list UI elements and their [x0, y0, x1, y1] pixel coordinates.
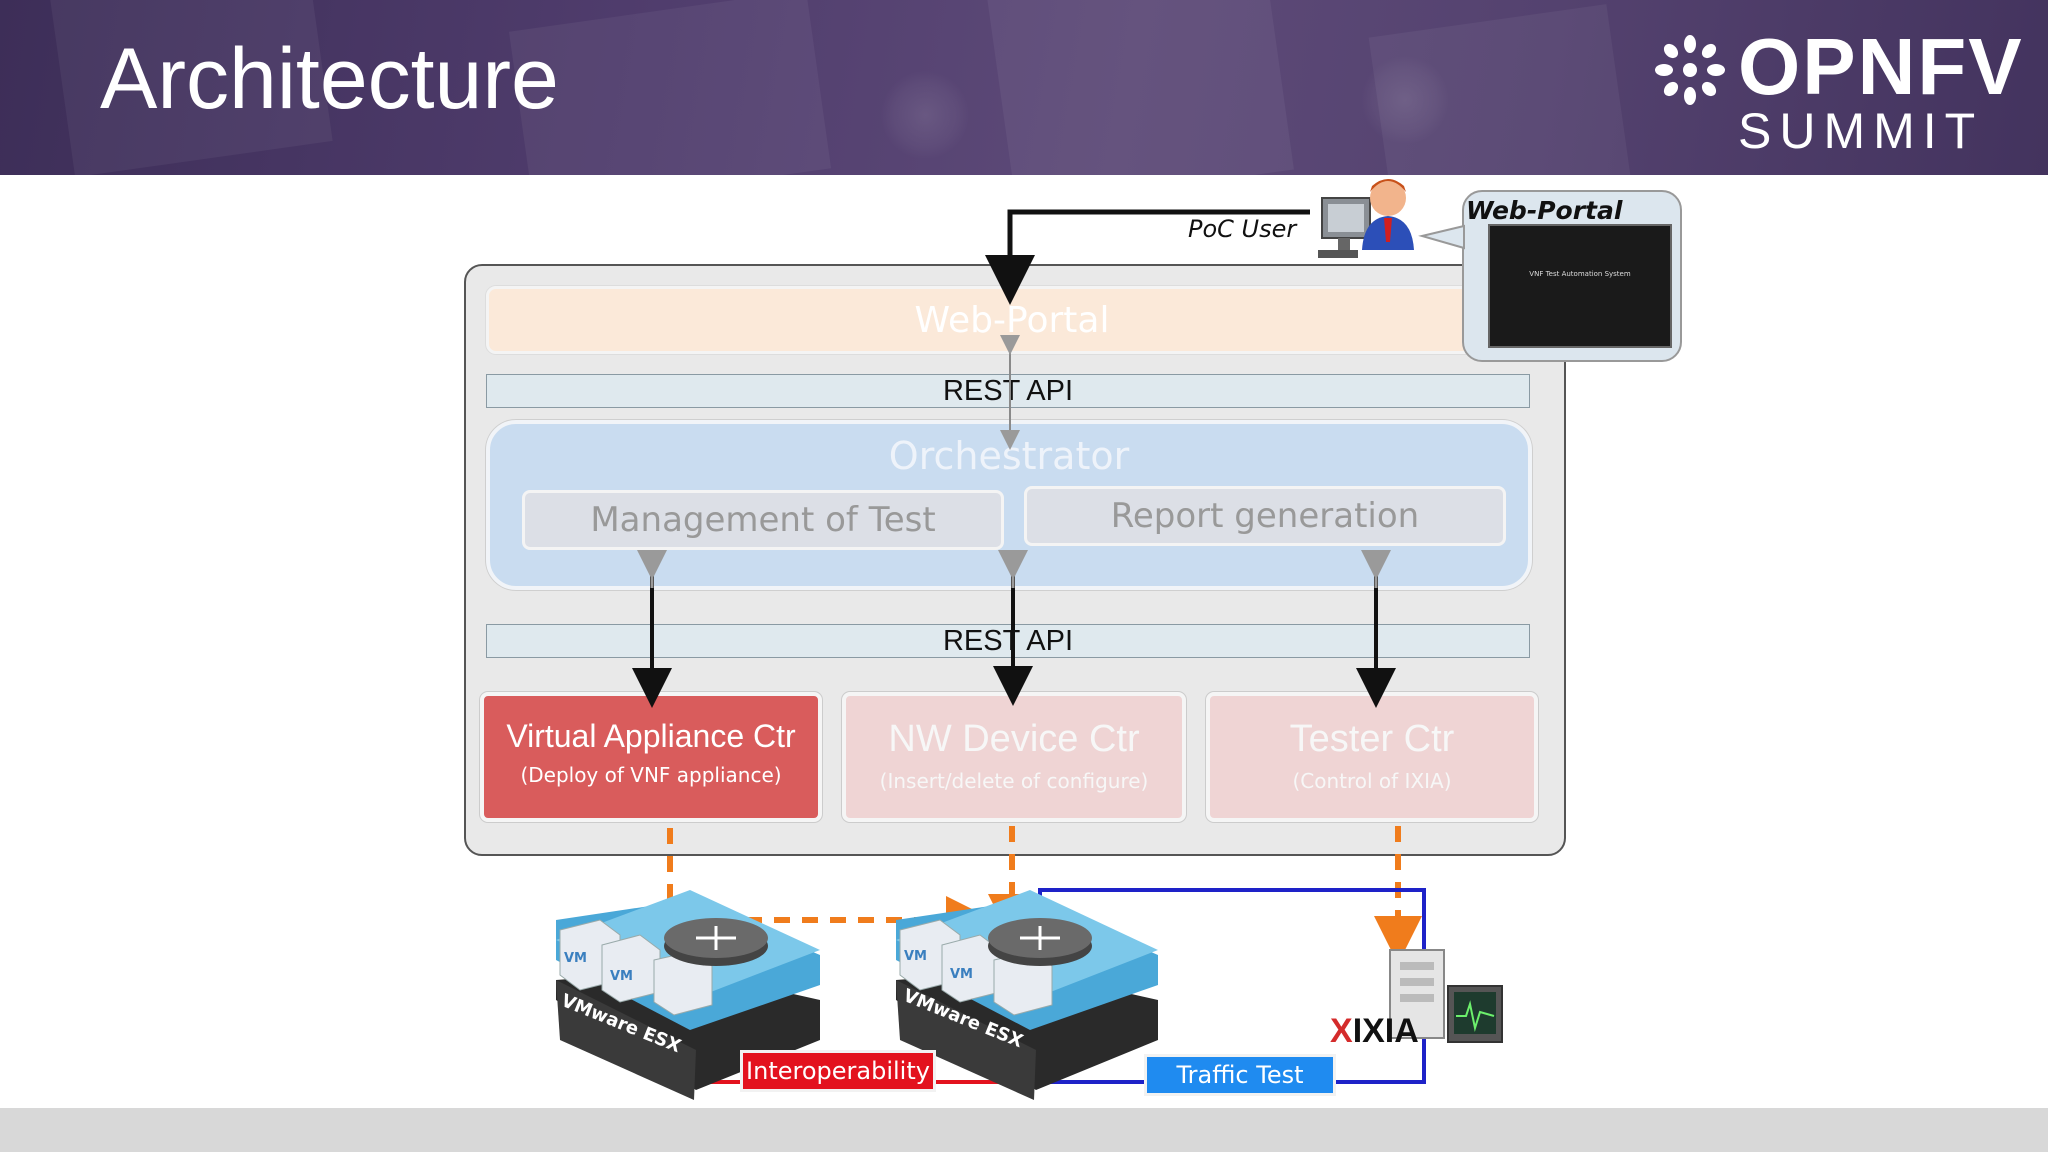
poc-user-icon [1318, 179, 1414, 258]
virtual-appliance-controller: Virtual Appliance Ctr (Deploy of VNF app… [480, 692, 822, 822]
traffic-test-tag: Traffic Test [1144, 1054, 1336, 1096]
ixia-logo: XIXIA [1330, 1012, 1419, 1051]
vm-label: VM [610, 969, 633, 984]
web-portal-screenshot-title: VNF Test Automation System [1529, 270, 1631, 278]
vm-label: VM [564, 951, 587, 966]
vmware-esx-server-right: VMware ESX VM VM [896, 890, 1158, 1100]
logo-text: OPNFV [1738, 22, 2024, 111]
controller-title: Virtual Appliance Ctr [506, 718, 796, 754]
controller-title: NW Device Ctr [888, 718, 1140, 760]
tester-controller: Tester Ctr (Control of IXIA) [1206, 692, 1538, 822]
flower-pattern-icon [1360, 55, 1450, 145]
flower-pattern-icon [880, 70, 970, 160]
opnfv-flower-icon [1655, 35, 1725, 105]
vm-label: VM [904, 949, 927, 964]
controller-subtitle: (Insert/delete of configure) [879, 769, 1149, 793]
poc-user-label: PoC User [1188, 215, 1297, 243]
header-banner: Architecture OPNFV SUMMIT [0, 0, 2048, 175]
slide-title: Architecture [100, 31, 559, 127]
ixia-x-mark: X [1330, 1012, 1353, 1050]
web-portal-callout-label: Web-Portal [1466, 196, 1623, 225]
controller-subtitle: (Control of IXIA) [1292, 769, 1452, 793]
vm-label: VM [950, 967, 973, 982]
report-generation-module: Report generation [1024, 486, 1506, 546]
controller-title: Tester Ctr [1289, 718, 1455, 760]
web-portal-screenshot [1488, 224, 1672, 348]
user-to-portal-arrow [985, 209, 1310, 305]
interoperability-tag: Interoperability [740, 1050, 936, 1092]
vmware-esx-server-left: VMware ESX VM VM [556, 890, 820, 1100]
management-of-test-module: Management of Test [522, 490, 1004, 550]
controller-subtitle: (Deploy of VNF appliance) [520, 763, 782, 787]
rest-api-bottom: REST API [486, 624, 1530, 658]
ixia-tester-icon [1389, 949, 1503, 1043]
logo-subtext: SUMMIT [1738, 103, 1984, 159]
callout-pointer [1418, 224, 1465, 250]
footer-bar [0, 1108, 2048, 1152]
ixia-text: IXIA [1352, 1012, 1419, 1050]
